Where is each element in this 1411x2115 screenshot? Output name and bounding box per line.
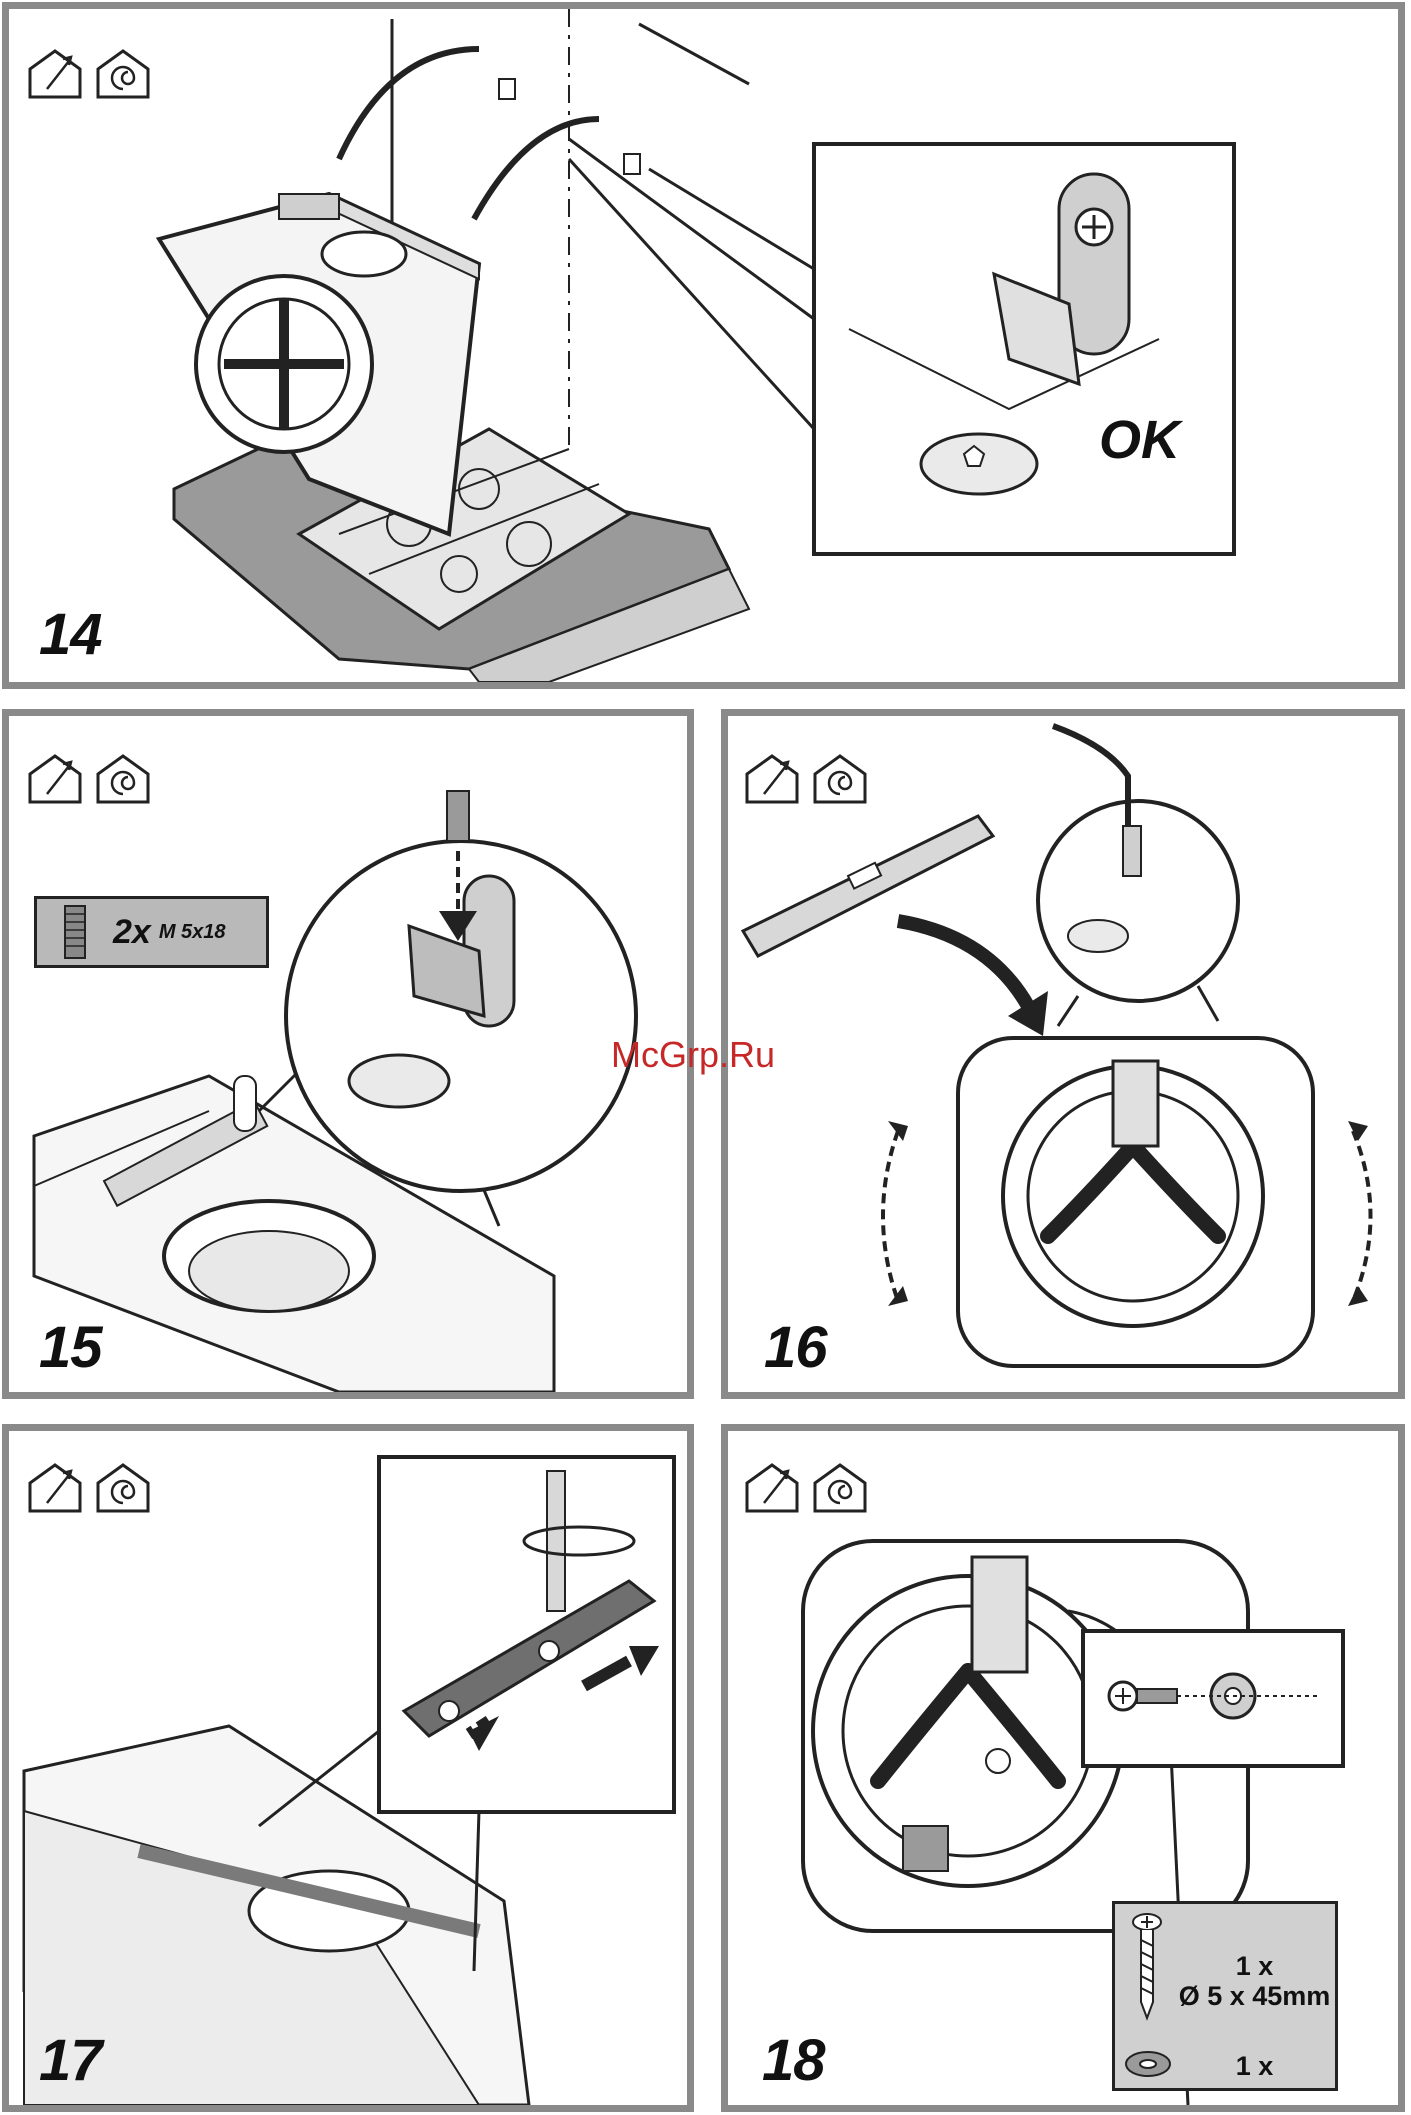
screw-quantity: 1 x — [1177, 1952, 1332, 1982]
ok-callout: OK — [1099, 409, 1180, 471]
screw-insertion-illustration — [9, 716, 687, 1392]
venting-mode-icons — [25, 47, 153, 99]
house-recirculation-icon — [810, 1461, 870, 1513]
wood-screw-icon — [1127, 1912, 1167, 2022]
panel-step-14: OK 14 — [2, 2, 1405, 689]
house-exhaust-outdoor-icon — [25, 752, 85, 804]
bracket-adjustment-illustration — [9, 1431, 687, 2105]
house-recirculation-icon — [93, 752, 153, 804]
watermark: McGrp.Ru — [611, 1034, 775, 1076]
venting-mode-icons — [742, 752, 870, 804]
hardware-box: 1 x Ø 5 x 45mm 1 x — [1112, 1901, 1338, 2091]
step-number: 14 — [39, 601, 102, 668]
washer-quantity: 1 x — [1177, 2052, 1332, 2082]
levelling-illustration — [728, 716, 1398, 1392]
washer-icon — [1123, 2049, 1173, 2079]
step-number: 15 — [39, 1314, 102, 1381]
venting-mode-icons — [25, 1461, 153, 1513]
house-exhaust-outdoor-icon — [25, 1461, 85, 1513]
house-exhaust-outdoor-icon — [742, 1461, 802, 1513]
house-recirculation-icon — [810, 752, 870, 804]
venting-mode-icons — [742, 1461, 870, 1513]
grub-screw-icon — [51, 902, 99, 962]
screw-spec: M 5x18 — [159, 921, 226, 944]
house-recirculation-icon — [93, 47, 153, 99]
house-exhaust-outdoor-icon — [25, 47, 85, 99]
screw-spec: Ø 5 x 45mm — [1177, 1982, 1332, 2012]
venting-mode-icons — [25, 752, 153, 804]
step-number: 16 — [764, 1314, 827, 1381]
hood-hook-mounting-illustration — [9, 9, 1398, 682]
panel-step-15: 2x M 5x18 15 — [2, 709, 694, 1399]
house-recirculation-icon — [93, 1461, 153, 1513]
screw-quantity-label: 2x M 5x18 — [34, 896, 269, 968]
panel-step-18: 1 x Ø 5 x 45mm 1 x 18 — [721, 1424, 1405, 2112]
screw-quantity: 2x — [113, 913, 151, 952]
house-exhaust-outdoor-icon — [742, 752, 802, 804]
step-number: 18 — [762, 2027, 825, 2094]
step-number: 17 — [39, 2027, 102, 2094]
panel-step-17: 17 — [2, 1424, 694, 2112]
panel-step-16: 16 — [721, 709, 1405, 1399]
